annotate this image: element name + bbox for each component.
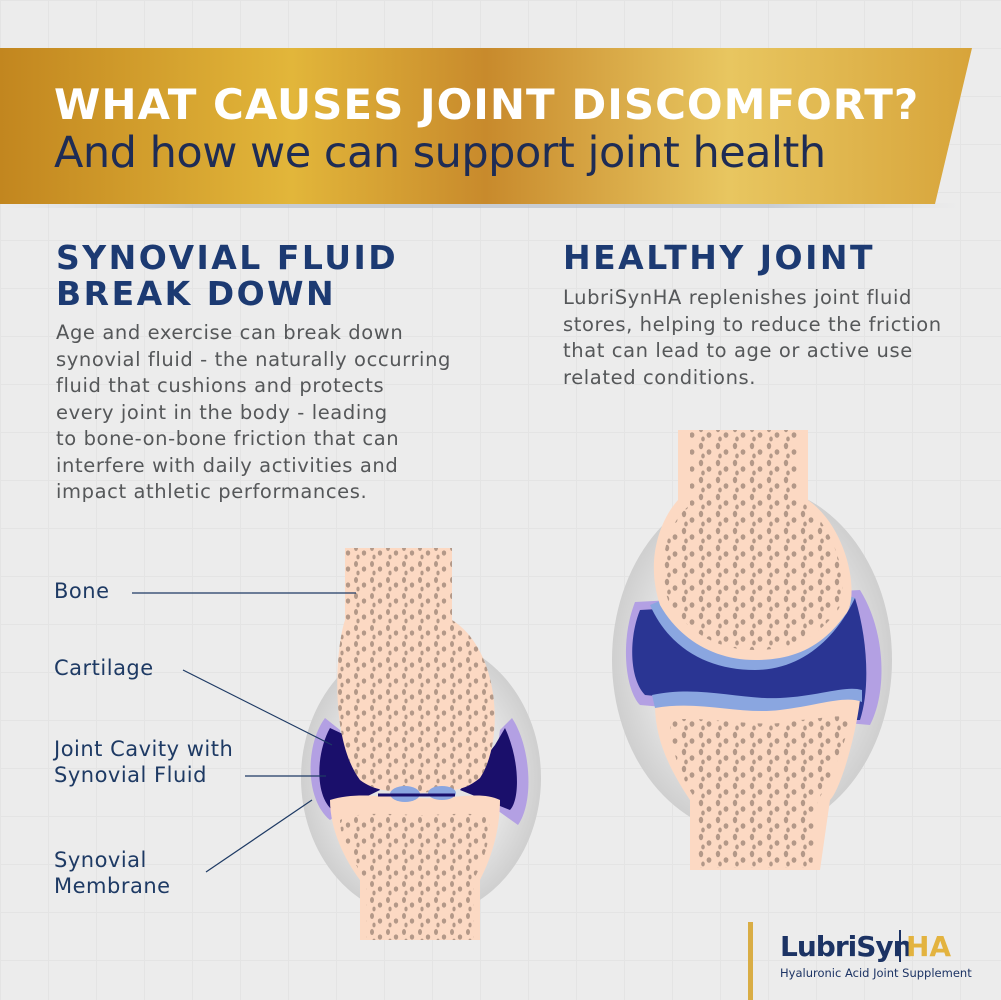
healthy-joint-diagram xyxy=(612,430,892,870)
paragraph-line: stores, helping to reduce the friction xyxy=(563,312,942,336)
label-line: Synovial xyxy=(54,848,147,872)
left-heading: SYNOVIAL FLUID BREAK DOWN xyxy=(56,240,398,312)
paragraph-line: LubriSynHA replenishes joint fluid xyxy=(563,286,913,309)
gold-ribbon-shape xyxy=(0,48,972,208)
label-joint-cavity: Joint Cavity with Synovial Fluid xyxy=(54,736,233,788)
banner-title: WHAT CAUSES JOINT DISCOMFORT? xyxy=(54,80,920,129)
left-heading-line2: BREAK DOWN xyxy=(56,274,337,313)
label-line: Synovial Fluid xyxy=(54,763,207,787)
logo-brand: LubriSyn xyxy=(780,930,913,963)
logo-separator xyxy=(899,930,901,962)
left-paragraph: Age and exercise can break down synovial… xyxy=(56,320,451,506)
paragraph-line: synovial fluid - the naturally occurring xyxy=(56,347,452,371)
cartilage-upper xyxy=(650,593,855,670)
paragraph-line: related conditions. xyxy=(563,365,757,389)
paragraph-line: every joint in the body - leading xyxy=(56,400,388,424)
paragraph-line: fluid that cushions and protects xyxy=(56,374,385,397)
left-heading-line1: SYNOVIAL FLUID xyxy=(56,238,399,277)
paragraph-line: to bone-on-bone friction that can xyxy=(56,427,400,450)
header-banner: WHAT CAUSES JOINT DISCOMFORT? And how we… xyxy=(0,48,1001,208)
right-heading: HEALTHY JOINT xyxy=(563,238,876,277)
paragraph-line: interfere with daily activities and xyxy=(56,453,399,477)
damaged-joint-diagram xyxy=(132,548,541,940)
label-line: Membrane xyxy=(54,874,171,898)
leader-line-cartilage xyxy=(182,669,333,746)
paragraph-line: Age and exercise can break down xyxy=(56,321,404,344)
logo-tagline: Hyaluronic Acid Joint Supplement xyxy=(780,966,972,980)
lubrisyn-logo: LubriSyn HA Hyaluronic Acid Joint Supple… xyxy=(746,922,996,1000)
label-synovial-membrane: Synovial Membrane xyxy=(54,847,171,899)
cartilage-fragment xyxy=(428,786,456,800)
label-cartilage: Cartilage xyxy=(54,656,154,680)
synovial-fluid-right xyxy=(460,728,517,810)
label-line: Joint Cavity with xyxy=(54,737,234,761)
paragraph-line: that can lead to age or active use xyxy=(563,339,913,362)
banner-subtitle: And how we can support joint health xyxy=(54,128,826,178)
right-paragraph: LubriSynHA replenishes joint fluid store… xyxy=(563,285,942,391)
cartilage-lower xyxy=(652,688,862,712)
leader-line-membrane xyxy=(205,799,313,873)
paragraph-line: impact athletic performances. xyxy=(56,480,368,503)
label-bone: Bone xyxy=(54,579,110,603)
logo-accent-bar xyxy=(748,922,753,1000)
synovial-fluid-left xyxy=(319,728,380,812)
logo-suffix: HA xyxy=(906,930,952,963)
